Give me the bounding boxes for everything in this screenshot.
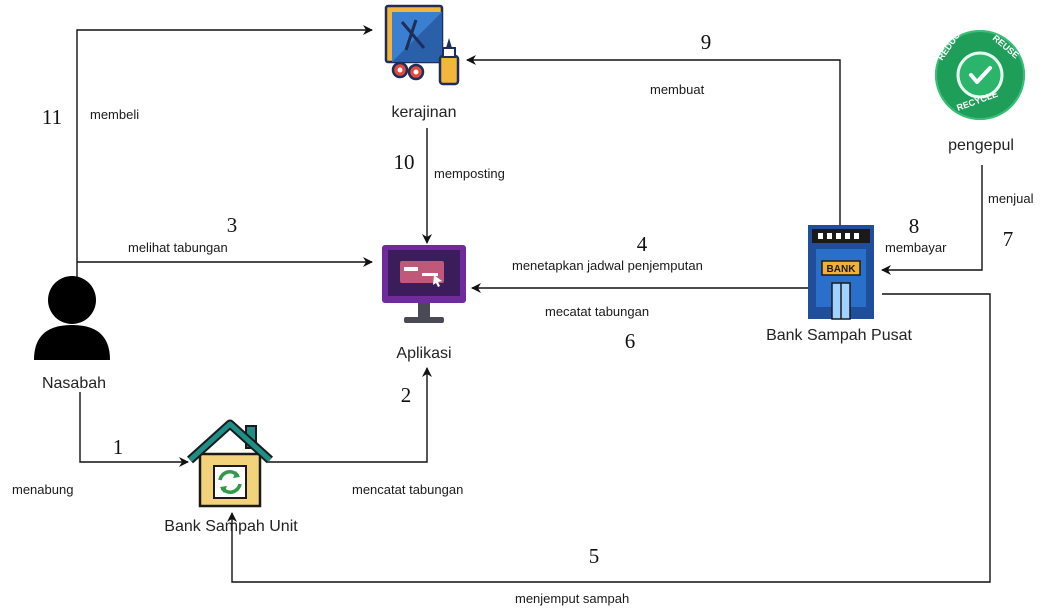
edge-label-membuat: membuat [650, 82, 705, 97]
edge-label-membeli: membeli [90, 107, 139, 122]
node-label-pengepul: pengepul [948, 137, 1014, 154]
edge-number-5: 5 [589, 544, 600, 568]
edge-label-memposting: memposting [434, 166, 505, 181]
bank-building-icon: BANK [808, 225, 874, 320]
edge-label-menabung: menabung [12, 482, 73, 497]
house-recycle-icon [186, 419, 274, 508]
edge-number-11: 11 [42, 105, 62, 129]
edge-number-2: 2 [401, 383, 412, 407]
edge-menjual [881, 165, 983, 275]
user-icon [34, 276, 110, 360]
edge-label-menjemput-sampah: menjemput sampah [515, 591, 629, 606]
edge-label-membayar: membayar [885, 240, 947, 255]
node-label-bank-sampah-pusat: Bank Sampah Pusat [766, 327, 912, 344]
bank-sign-text: BANK [827, 264, 857, 275]
edge-number-9: 9 [701, 30, 712, 54]
edge-label-mencatat-tabungan: mencatat tabungan [352, 482, 463, 497]
edge-label-mecatat-tabungan: mecatat tabungan [545, 304, 649, 319]
edge-label-menjual: menjual [988, 191, 1034, 206]
edge-menabung [79, 392, 189, 467]
edge-menjemput-sampah [227, 293, 991, 583]
craft-scissors-icon [384, 4, 460, 86]
node-label-nasabah: Nasabah [42, 375, 106, 392]
edge-number-1: 1 [113, 435, 124, 459]
edge-label-melihat-tabungan: melihat tabungan [128, 240, 228, 255]
monitor-icon [382, 245, 466, 323]
edge-membuat [466, 55, 841, 225]
edge-membeli [76, 25, 373, 278]
edge-number-3: 3 [227, 213, 238, 237]
edge-mencatat-tabungan [268, 367, 432, 463]
recycle-badge-icon: REDUCE REUSE RECYCLE [935, 25, 1025, 120]
edge-number-6: 6 [625, 329, 636, 353]
edge-label-menetapkan-jadwal: menetapkan jadwal penjemputan [512, 258, 703, 273]
edge-number-10: 10 [394, 150, 415, 174]
node-label-bank-sampah-unit: Bank Sampah Unit [164, 518, 298, 535]
edge-number-7: 7 [1003, 227, 1014, 251]
node-label-aplikasi: Aplikasi [396, 345, 451, 362]
node-label-kerajinan: kerajinan [392, 104, 457, 121]
edge-number-8: 8 [909, 214, 920, 238]
edge-number-4: 4 [637, 232, 648, 256]
